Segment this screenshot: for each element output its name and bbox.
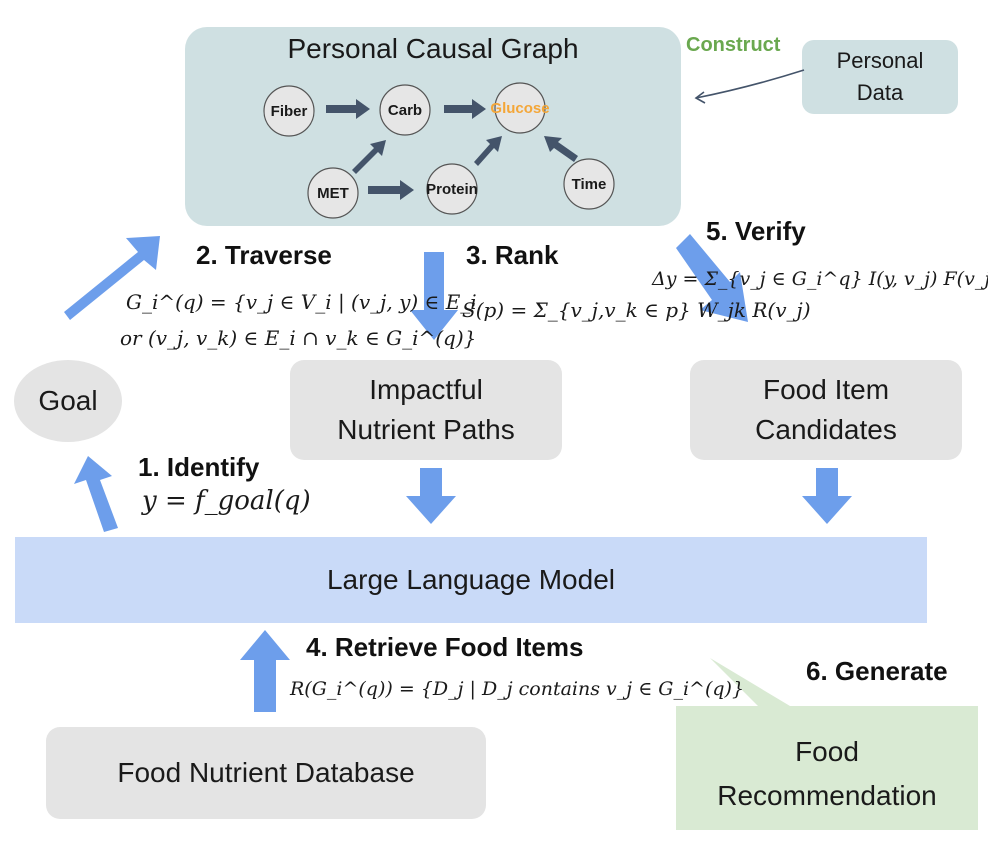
step-verify: 5. Verify — [706, 216, 806, 246]
formula-retrieve: R(G_i^(q)) = {D_j | D_j contains v_j ∈ G… — [290, 678, 745, 700]
edge-time-glucose — [544, 136, 578, 162]
node-label-met: MET — [317, 185, 349, 202]
food-recommendation-callout — [676, 658, 978, 830]
large-language-model-bar: Large Language Model — [15, 537, 927, 623]
node-label-time: Time — [572, 176, 607, 193]
goal-label: Goal — [38, 385, 98, 416]
formula-traverse-line1: G_i^(q) = {v_j ∈ V_i | (v_j, y) ∈ E_i — [126, 290, 477, 314]
node-label-fiber: Fiber — [271, 103, 308, 120]
food-item-candidates-box: Food Item Candidates — [690, 360, 962, 460]
node-time: Time — [563, 158, 615, 210]
identify-arrow — [74, 456, 118, 532]
node-fiber: Fiber — [263, 85, 315, 137]
node-label-protein: Protein — [426, 181, 478, 198]
personal-data-line2: Data — [856, 80, 904, 105]
edge-protein-glucose — [474, 136, 502, 166]
construct-arrow — [694, 69, 805, 104]
step-retrieve: 4. Retrieve Food Items — [306, 632, 584, 662]
retrieve-arrow — [240, 630, 290, 712]
edge-fiber-carb — [326, 99, 370, 119]
food-nutrient-database-box: Food Nutrient Database — [46, 727, 486, 819]
paths-line2: Nutrient Paths — [337, 414, 515, 445]
formula-rank: S(p) = Σ_{v_j,v_k ∈ p} W_jk R(v_j) — [462, 298, 811, 322]
recommendation-line1: Food — [795, 736, 859, 767]
formula-identify: y = f_goal(q) — [142, 486, 311, 516]
edge-met-protein — [368, 180, 414, 200]
edge-met-carb — [352, 140, 386, 174]
goal-node: Goal — [14, 360, 122, 442]
formula-verify: Δy = Σ_{v_j ∈ G_i^q} I(y, v_j) F(v_j) — [652, 268, 988, 290]
recommendation-line2: Recommendation — [717, 780, 937, 811]
database-label: Food Nutrient Database — [117, 757, 415, 788]
candidates-to-llm-arrow — [802, 468, 852, 524]
edge-carb-glucose — [444, 99, 486, 119]
step-generate: 6. Generate — [806, 656, 948, 686]
candidates-line1: Food Item — [762, 374, 890, 405]
node-glucose: Glucose — [490, 82, 550, 134]
formula-traverse-line2: or (v_j, v_k) ∈ E_i ∩ v_k ∈ G_i^(q)} — [120, 326, 477, 350]
paths-to-llm-arrow — [406, 468, 456, 524]
node-carb: Carb — [379, 84, 431, 136]
food-recommendation-box: Food Recommendation — [676, 724, 978, 824]
personal-data-box: Personal Data — [802, 40, 958, 114]
construct-label: Construct — [686, 34, 781, 56]
node-label-glucose: Glucose — [490, 100, 549, 117]
paths-line1: Impactful — [369, 374, 483, 405]
step-traverse: 2. Traverse — [196, 240, 332, 270]
traverse-arrow — [64, 236, 160, 320]
verify-arrow — [676, 234, 748, 322]
graph-title: Personal Causal Graph — [287, 33, 579, 64]
step-rank: 3. Rank — [466, 240, 559, 270]
impactful-nutrient-paths-box: Impactful Nutrient Paths — [290, 360, 562, 460]
candidates-line2: Candidates — [755, 414, 897, 445]
llm-label: Large Language Model — [326, 564, 615, 595]
node-label-carb: Carb — [388, 102, 422, 119]
node-protein: Protein — [426, 163, 478, 215]
step-identify: 1. Identify — [138, 452, 260, 482]
rank-arrow — [410, 252, 458, 340]
node-met: MET — [307, 167, 359, 219]
personal-data-line1: Personal — [836, 48, 924, 73]
